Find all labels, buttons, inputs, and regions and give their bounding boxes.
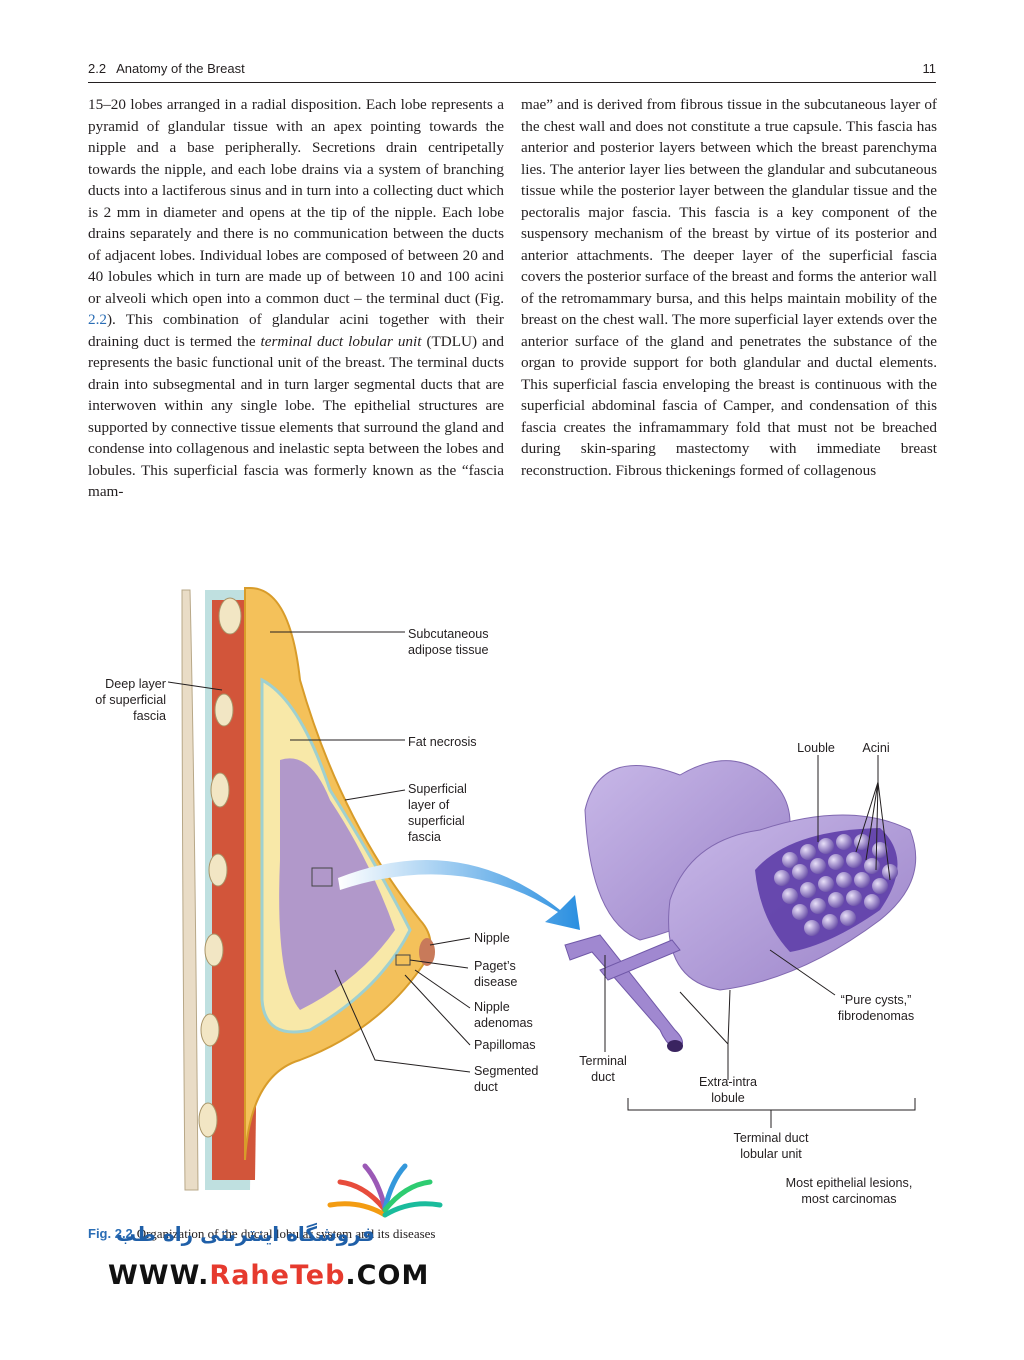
watermark-url: WWW.RaheTeb.COM (108, 1260, 429, 1291)
label-papillomas: Papillomas (474, 1038, 536, 1052)
url-suffix: .COM (345, 1260, 430, 1291)
caption-label: Fig. 2.2 (88, 1226, 133, 1241)
caption-text: Organization of the ductal lobular syste… (136, 1226, 436, 1241)
label-acini: Acini (862, 741, 889, 755)
body-column-right: mae” and is derived from fibrous tissue … (521, 94, 937, 481)
left-text-run: 15–20 lobes arranged in a radial disposi… (88, 96, 504, 307)
magnify-arrow (338, 860, 580, 930)
label-epithelial-lesions: Most epithelial lesions,most carcinomas (786, 1176, 913, 1206)
url-prefix: WWW. (108, 1260, 210, 1291)
label-louble: Louble (797, 741, 835, 755)
watermark-persian-text: فروشگاه اینترنتی راه طب (116, 1222, 375, 1246)
left-text-run: (TDLU) and represents the basic function… (88, 332, 504, 501)
section-title: Anatomy of the Breast (116, 61, 245, 76)
running-header: 2.2 Anatomy of the Breast 11 (88, 58, 936, 83)
label-fat-necrosis: Fat necrosis (408, 735, 477, 749)
section-heading: 2.2 Anatomy of the Breast (88, 61, 245, 76)
paragraph-right: mae” and is derived from fibrous tissue … (521, 94, 937, 481)
label-nipple: Nipple (474, 931, 510, 945)
right-text-run: mae” and is derived from fibrous tissue … (521, 96, 937, 479)
watermark-book-logo (327, 1163, 443, 1218)
page-number: 11 (922, 61, 937, 76)
label-pure-cysts: “Pure cysts,”fibrodenomas (838, 993, 914, 1023)
body-column-left: 15–20 lobes arranged in a radial disposi… (88, 94, 504, 503)
left-text-run: ). This combination of glandular acini t… (88, 311, 504, 350)
paragraph-left: 15–20 lobes arranged in a radial disposi… (88, 94, 504, 503)
left-text-run: 2.2 (88, 311, 107, 328)
breast-cross-section (181, 587, 435, 1191)
section-number: 2.2 (88, 61, 107, 76)
url-brand: RaheTeb (209, 1260, 346, 1291)
left-text-run: terminal duct lobular unit (260, 332, 422, 350)
